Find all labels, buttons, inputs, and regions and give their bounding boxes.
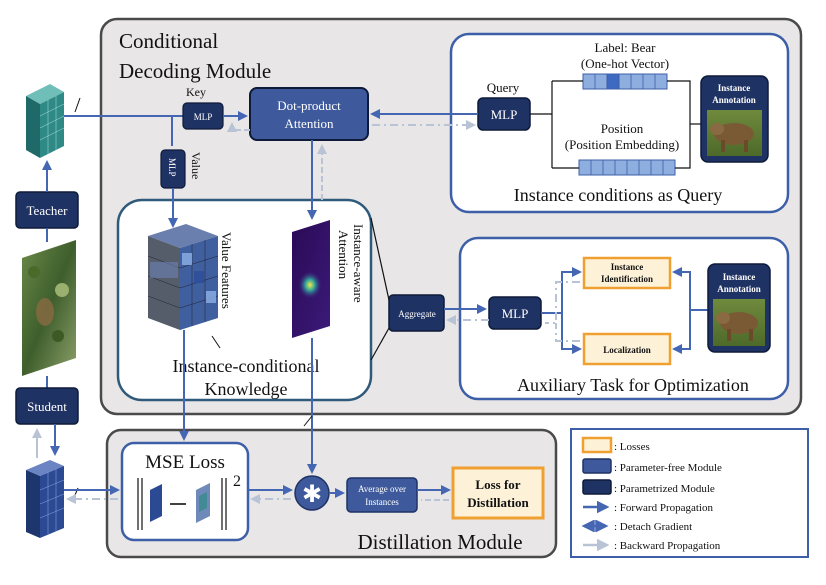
auxiliary-backward-path bbox=[545, 281, 580, 324]
loss-line1: Loss for bbox=[475, 477, 520, 492]
mse-exponent: 2 bbox=[233, 473, 241, 490]
mse-norm-symbol bbox=[137, 478, 227, 530]
auxiliary-title: Auxiliary Task for Optimization bbox=[517, 375, 749, 395]
distillation-module: Distillation Module MSE Loss 2 ✱ Average… bbox=[105, 428, 558, 559]
aggregate-box bbox=[388, 294, 445, 332]
dot-product-line1: Dot-product bbox=[277, 98, 341, 113]
conditional-module-title-line1: Conditional bbox=[119, 29, 218, 53]
legend-detach: : Detach Gradient bbox=[614, 521, 692, 533]
student-box bbox=[15, 387, 79, 425]
annotation-bottom-line2: Annotation bbox=[717, 284, 761, 294]
key-backward bbox=[227, 122, 250, 132]
annotation-to-localization-arrow bbox=[672, 310, 691, 354]
bear-photo-top bbox=[707, 110, 762, 156]
instance-conditions-title: Instance conditions as Query bbox=[514, 185, 722, 205]
position-line1: Position bbox=[601, 121, 644, 136]
key-mlp-label: MLP bbox=[194, 112, 213, 122]
attention-tick bbox=[303, 415, 313, 427]
query-label: Query bbox=[487, 80, 520, 95]
mlp-to-identification-arrow bbox=[541, 267, 582, 314]
position-line2: (Position Embedding) bbox=[565, 137, 679, 152]
distillation-title: Distillation Module bbox=[357, 530, 522, 554]
student-feature-map bbox=[26, 460, 65, 538]
instance-conditions-panel: Instance conditions as Query Query MLP L… bbox=[449, 32, 790, 214]
one-hot-vector bbox=[582, 73, 668, 90]
multiply-symbol: ✱ bbox=[302, 482, 322, 508]
legend-parameter-free-swatch bbox=[582, 458, 612, 474]
identification-line1: Instance bbox=[611, 262, 644, 272]
attention-map bbox=[292, 220, 330, 338]
localization-loss bbox=[582, 332, 672, 366]
knowledge-panel: Instance-conditional Knowledge Value Fea… bbox=[116, 198, 373, 402]
knowledge-to-aggregate-bottom bbox=[370, 327, 390, 361]
annotation-to-identification-arrow bbox=[672, 267, 708, 311]
attention-label-line2: Attention bbox=[336, 230, 351, 280]
knowledge-to-aggregate-top bbox=[370, 217, 390, 301]
label-bear-line2: (One-hot Vector) bbox=[581, 56, 669, 71]
attention-label-line1: Instance-aware bbox=[351, 224, 366, 303]
knowledge-title-line2: Knowledge bbox=[205, 379, 288, 399]
value-features-label: Value Features bbox=[219, 232, 234, 309]
input-image bbox=[22, 240, 76, 376]
legend-backward: : Backward Propagation bbox=[614, 540, 721, 552]
identification-line2: Identification bbox=[601, 274, 653, 284]
legend: : Losses : Parameter-free Module : Param… bbox=[570, 428, 809, 558]
legend-forward: : Forward Propagation bbox=[614, 502, 713, 514]
average-instances-box bbox=[346, 477, 418, 513]
knowledge-title-line1: Instance-conditional bbox=[173, 356, 320, 376]
student-label: Student bbox=[27, 399, 67, 414]
localization-label: Localization bbox=[603, 345, 651, 355]
aggregate-label: Aggregate bbox=[398, 309, 435, 319]
mse-loss-label: MSE Loss bbox=[145, 452, 225, 473]
value-mlp-label: MLP bbox=[167, 158, 177, 177]
conditional-module-title-line2: Decoding Module bbox=[119, 59, 271, 83]
auxiliary-task-panel: Auxiliary Task for Optimization MLP Inst… bbox=[458, 236, 790, 401]
instance-identification-loss bbox=[582, 256, 672, 290]
query-mlp-label: MLP bbox=[491, 107, 518, 122]
annotation-top-line1: Instance bbox=[718, 83, 751, 93]
loss-line2: Distillation bbox=[467, 495, 529, 510]
key-label: Key bbox=[186, 85, 206, 99]
dot-product-line2: Attention bbox=[284, 116, 334, 131]
position-embedding-vector bbox=[578, 159, 676, 176]
legend-loss-swatch bbox=[581, 436, 613, 454]
mlp-to-localization-arrow bbox=[561, 313, 582, 354]
legend-losses: : Losses bbox=[614, 441, 650, 453]
localization-backward-path bbox=[555, 323, 580, 342]
legend-parameter-free: : Parameter-free Module bbox=[614, 462, 722, 474]
teacher-label: Teacher bbox=[27, 203, 69, 218]
annotation-bottom-line1: Instance bbox=[723, 272, 756, 282]
label-bear-line1: Label: Bear bbox=[595, 40, 657, 55]
dot-product-attention-box bbox=[249, 87, 369, 141]
annotation-top-line2: Annotation bbox=[712, 95, 756, 105]
average-line2: Instances bbox=[365, 497, 399, 507]
distillation-loss-box bbox=[451, 466, 545, 520]
value-features-cube bbox=[147, 224, 219, 330]
cube-tick bbox=[211, 335, 221, 349]
legend-parametrized-swatch bbox=[582, 479, 612, 495]
bear-photo-bottom bbox=[713, 299, 765, 346]
teacher-feature-map bbox=[26, 84, 65, 158]
value-label: Value bbox=[189, 152, 203, 179]
legend-parametrized: : Parametrized Module bbox=[614, 483, 715, 495]
auxiliary-frame bbox=[458, 236, 790, 401]
teacher-tick bbox=[74, 97, 81, 113]
auxiliary-mlp-label: MLP bbox=[502, 306, 529, 321]
average-line1: Average over bbox=[358, 484, 406, 494]
